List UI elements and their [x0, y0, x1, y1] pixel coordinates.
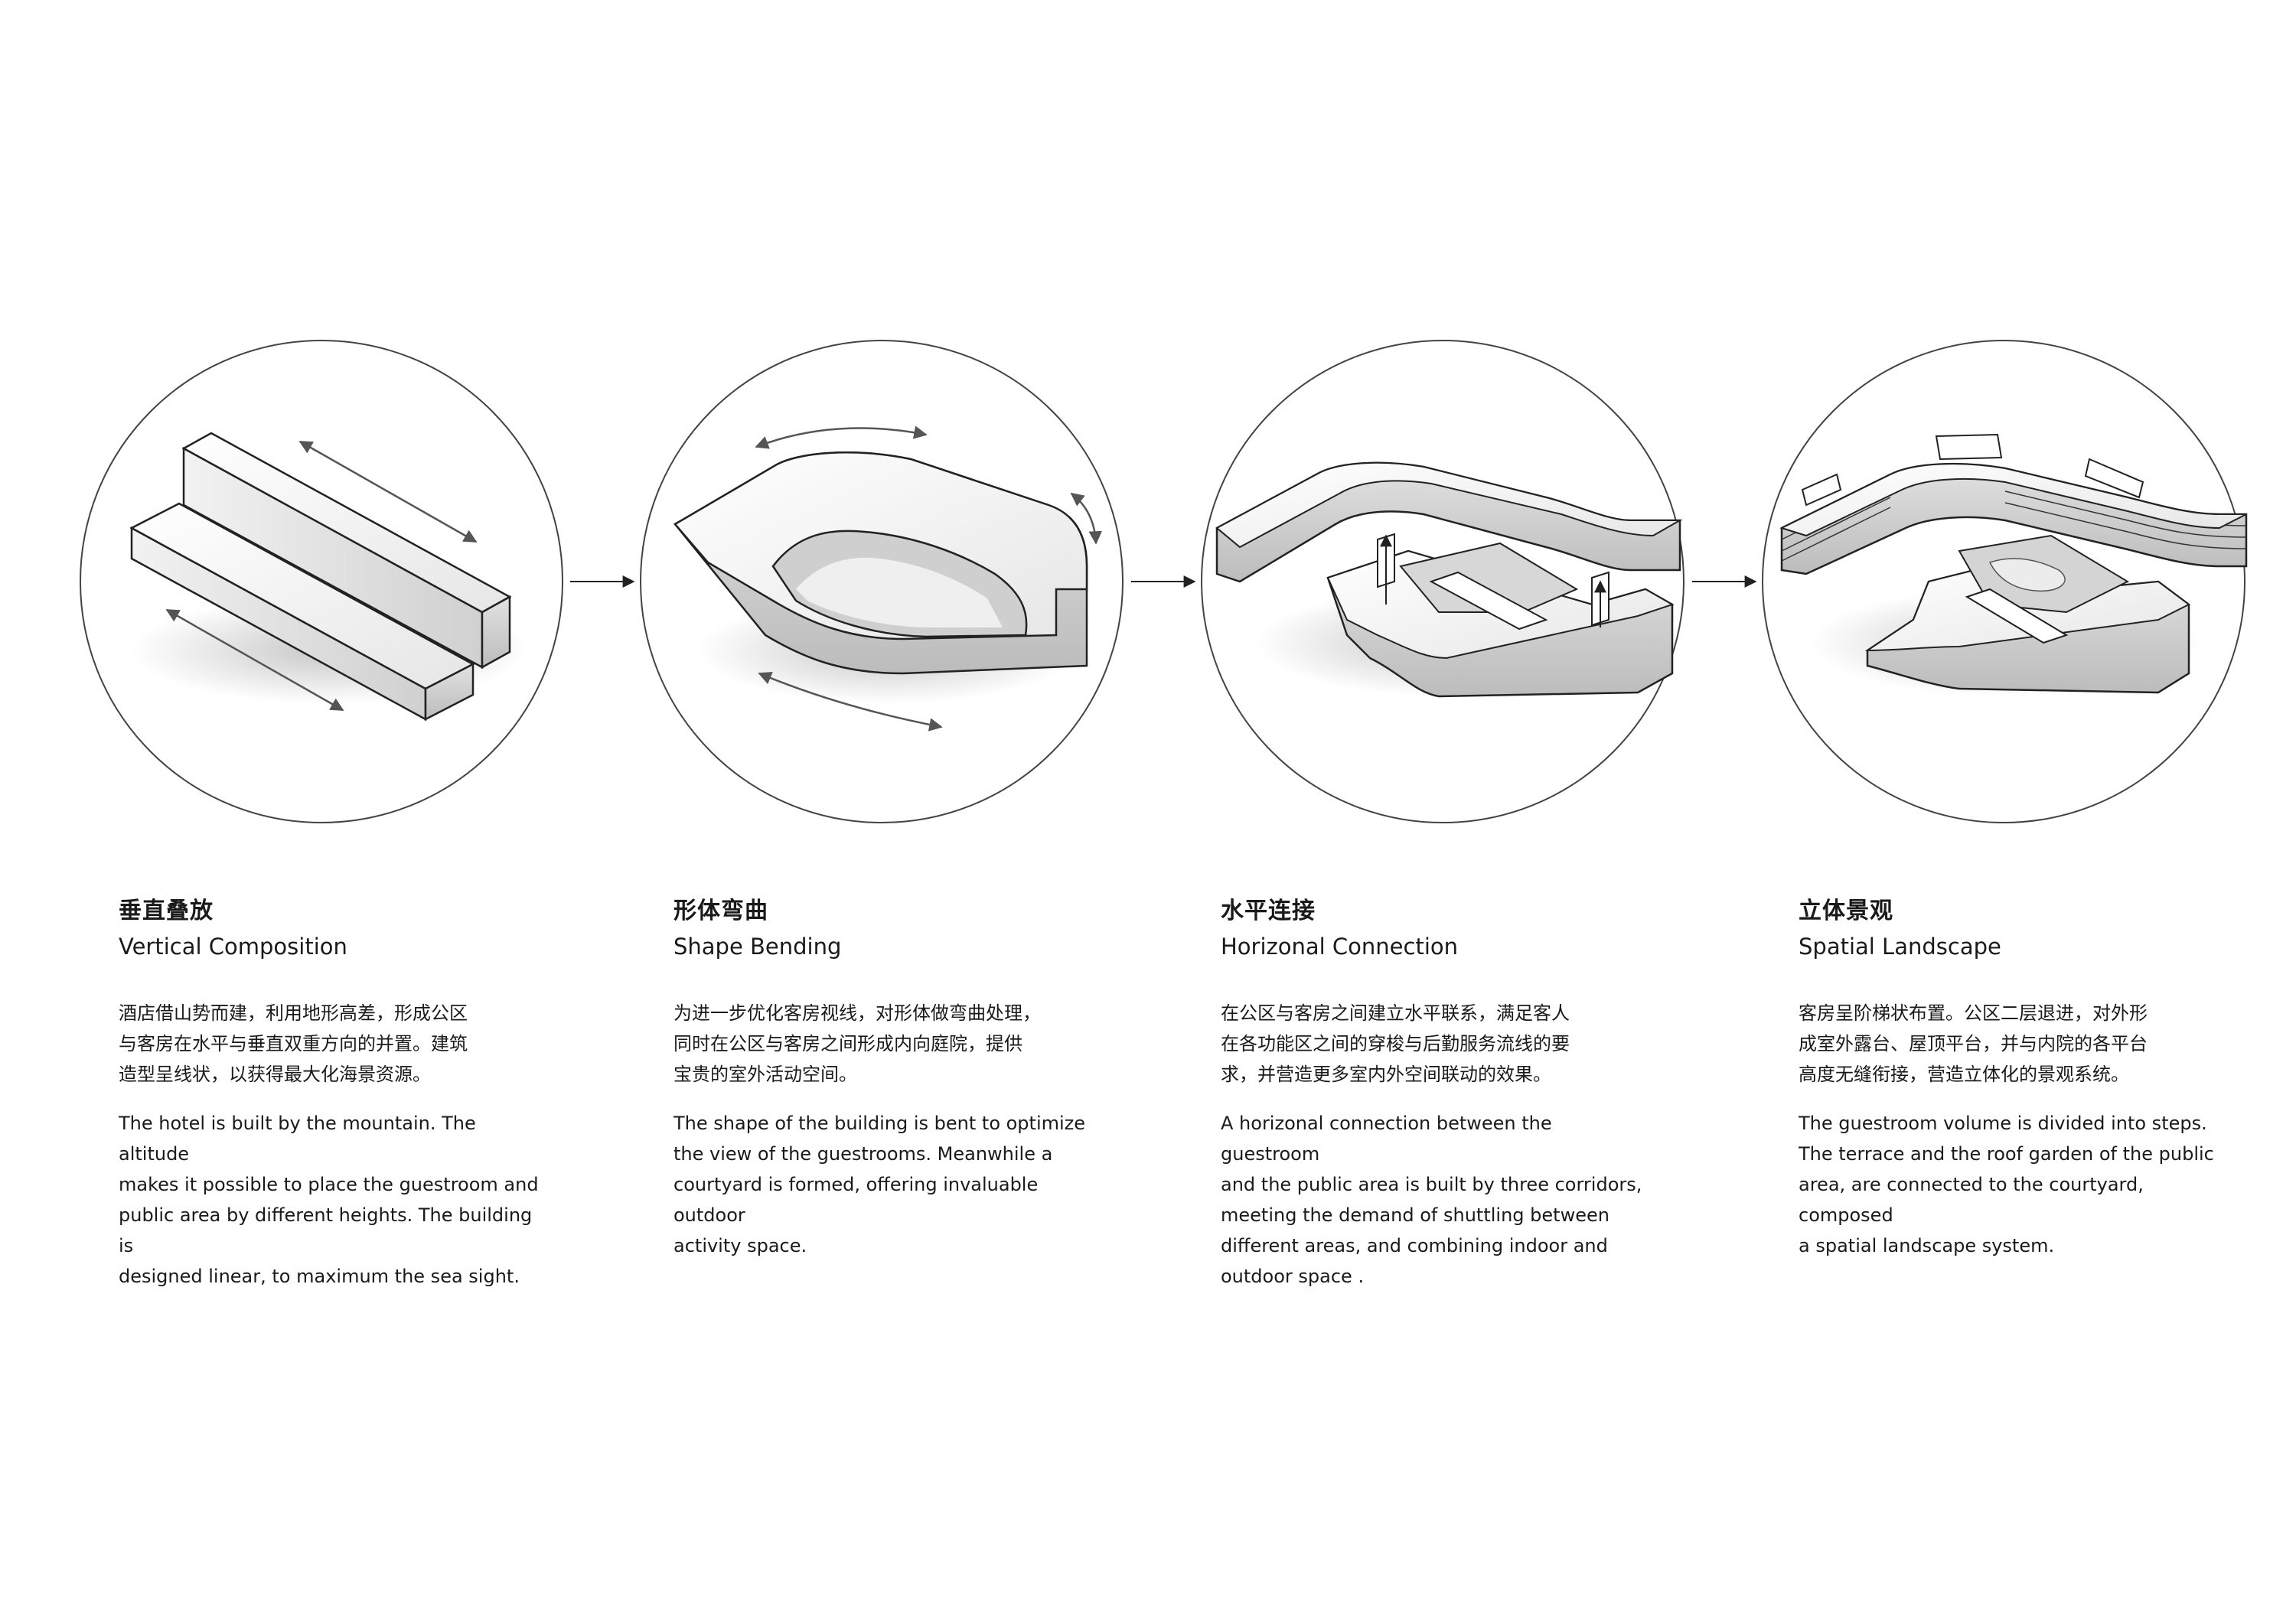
step-2-desc-en: The shape of the building is bent to opt… — [673, 1113, 1086, 1256]
step-1-title-cn: 垂直叠放 — [119, 898, 214, 924]
step-4-desc-en: The guestroom volume is divided into ste… — [1799, 1113, 2214, 1256]
step-1-desc-cn: 酒店借山势而建，利用地形高差，形成公区 与客房在水平与垂直双重方向的并置。建筑 … — [119, 1002, 468, 1085]
step-3-text: 水平连接 Horizonal Connection 在公区与客房之间建立水平联系… — [1221, 895, 1649, 1292]
step-3-desc-cn: 在公区与客房之间建立水平联系，满足客人 在各功能区之间的穿梭与后勤服务流线的要 … — [1221, 1002, 1570, 1085]
step-2-title-cn: 形体弯曲 — [673, 898, 768, 924]
model-shape-bending — [673, 425, 1102, 732]
step-4-text: 立体景观 Spatial Landscape 客房呈阶梯状布置。公区二层退进，对… — [1799, 895, 2227, 1261]
model-horizonal-connection — [1215, 461, 1683, 698]
step-3-title-cn: 水平连接 — [1221, 898, 1316, 924]
step-3-title-en: Horizonal Connection — [1221, 934, 1459, 960]
step-3-desc-en: A horizonal connection between the guest… — [1221, 1113, 1642, 1287]
model-spatial-landscape — [1779, 433, 2248, 696]
step-4-title-cn: 立体景观 — [1799, 898, 1893, 924]
step-2-title-en: Shape Bending — [673, 934, 842, 960]
step-4-title-en: Spatial Landscape — [1799, 934, 2001, 960]
step-4-desc-cn: 客房呈阶梯状布置。公区二层退进，对外形 成室外露台、屋顶平台，并与内院的各平台 … — [1799, 1002, 2148, 1085]
step-1-text: 垂直叠放 Vertical Composition 酒店借山势而建，利用地形高差… — [119, 895, 547, 1292]
model-vertical-composition — [129, 432, 528, 722]
step-2-text: 形体弯曲 Shape Bending 为进一步优化客房视线，对形体做弯曲处理， … — [673, 895, 1102, 1261]
step-2-desc-cn: 为进一步优化客房视线，对形体做弯曲处理， 同时在公区与客房之间形成内向庭院，提供… — [673, 1002, 1041, 1085]
step-1-title-en: Vertical Composition — [119, 934, 347, 960]
step-1-desc-en: The hotel is built by the mountain. The … — [119, 1113, 539, 1287]
